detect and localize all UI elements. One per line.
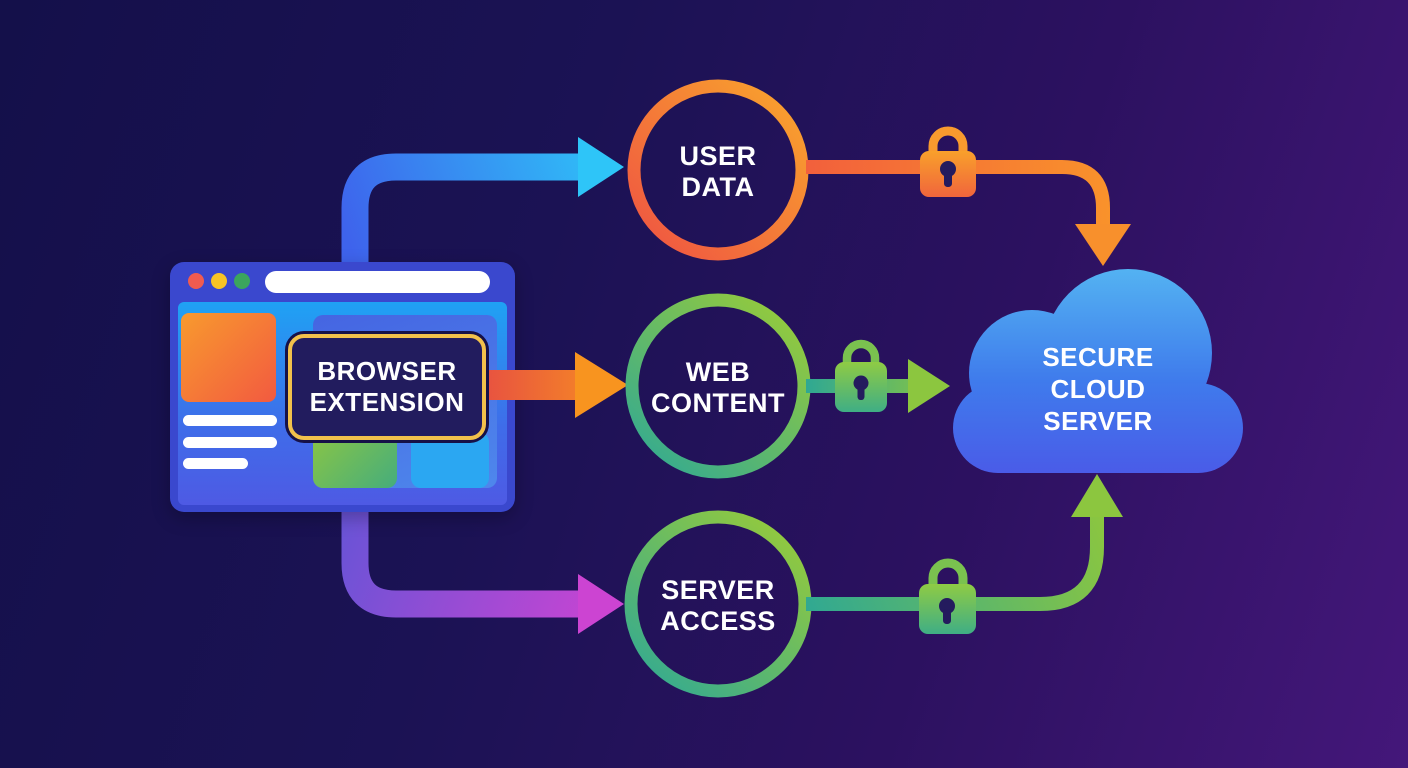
edge-server-access-to-cloud	[806, 514, 1104, 611]
traffic-light-green-icon	[234, 273, 250, 289]
badge-line: EXTENSION	[309, 387, 465, 417]
arrowhead-down-icon	[1075, 224, 1131, 266]
arrowhead-orange-icon	[575, 352, 628, 418]
lock-icon	[920, 126, 976, 197]
edge-user-data-to-cloud	[806, 160, 1110, 228]
arrowhead-purple-icon	[578, 574, 624, 634]
text-line-placeholder	[183, 415, 277, 426]
badge-line: BROWSER	[317, 356, 457, 386]
secure-cloud-server-label: SECURE CLOUD SERVER	[1042, 342, 1154, 436]
page-block-cyan	[411, 432, 489, 488]
arrowhead-blue-icon	[578, 137, 624, 197]
server-access-label: SERVER ACCESS	[660, 575, 776, 636]
text-line-placeholder	[183, 458, 248, 469]
lock-icon	[919, 558, 976, 634]
web-content-label: WEB CONTENT	[651, 357, 785, 418]
arrowhead-up-icon	[1071, 474, 1123, 517]
traffic-light-red-icon	[188, 273, 204, 289]
traffic-light-yellow-icon	[211, 273, 227, 289]
arrowhead-right-icon	[908, 359, 950, 413]
text-line-placeholder	[183, 437, 277, 448]
page-block-green	[313, 432, 397, 488]
page-thumbnail-orange	[181, 313, 276, 402]
browser-extension-badge: BROWSER EXTENSION	[288, 334, 486, 440]
address-bar	[265, 271, 490, 293]
lock-icon	[835, 339, 887, 412]
user-data-label: USER DATA	[679, 141, 757, 202]
